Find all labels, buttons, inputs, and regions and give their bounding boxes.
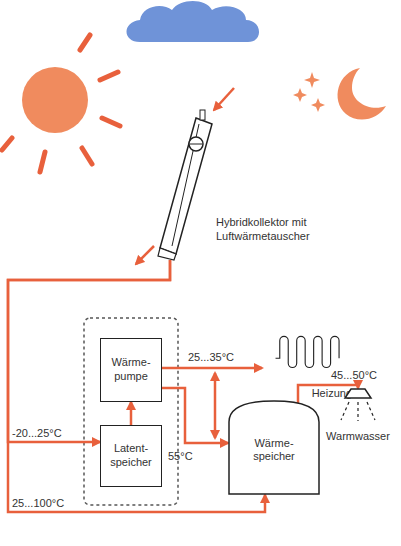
pipe-connector [8, 260, 170, 442]
shower: Warmwasser [322, 388, 394, 450]
collector-shape [150, 110, 216, 260]
temperature-label: 25...100°C [12, 497, 64, 510]
latent-store-box: Latent- speicher [100, 425, 162, 487]
sun [2, 35, 120, 172]
pipe-connector [162, 367, 262, 370]
pipe-connector [130, 402, 133, 425]
bypass-double-arrow [214, 373, 217, 438]
pipe-connector [162, 388, 228, 443]
temperature-label: 45...50°C [331, 369, 377, 382]
temperature-label: -20...25°C [12, 427, 62, 440]
air-out-arrow [136, 246, 154, 264]
cloud [127, 1, 260, 42]
node-label: Wärme- pumpe [106, 356, 156, 384]
group-outline [84, 318, 178, 505]
node-label: Warmwasser [322, 430, 394, 444]
node-label: Hybridkollektor mit Luftwärmetauscher [216, 216, 340, 244]
storage-tank: Wärme- speicher [228, 400, 320, 495]
node-label: Latent- speicher [106, 442, 156, 470]
pipe-connector [8, 260, 265, 512]
temperature-label: 55°C [168, 450, 193, 463]
node-label: Wärme- speicher [249, 437, 299, 465]
hybrid-collector: Hybridkollektor mit Luftwärmetauscher [150, 110, 216, 260]
temperature-label: 25...35°C [188, 351, 234, 364]
moon-and-stars [293, 68, 386, 120]
air-in-arrow [214, 88, 234, 110]
heat-pump-box: Wärme- pumpe [100, 338, 162, 402]
